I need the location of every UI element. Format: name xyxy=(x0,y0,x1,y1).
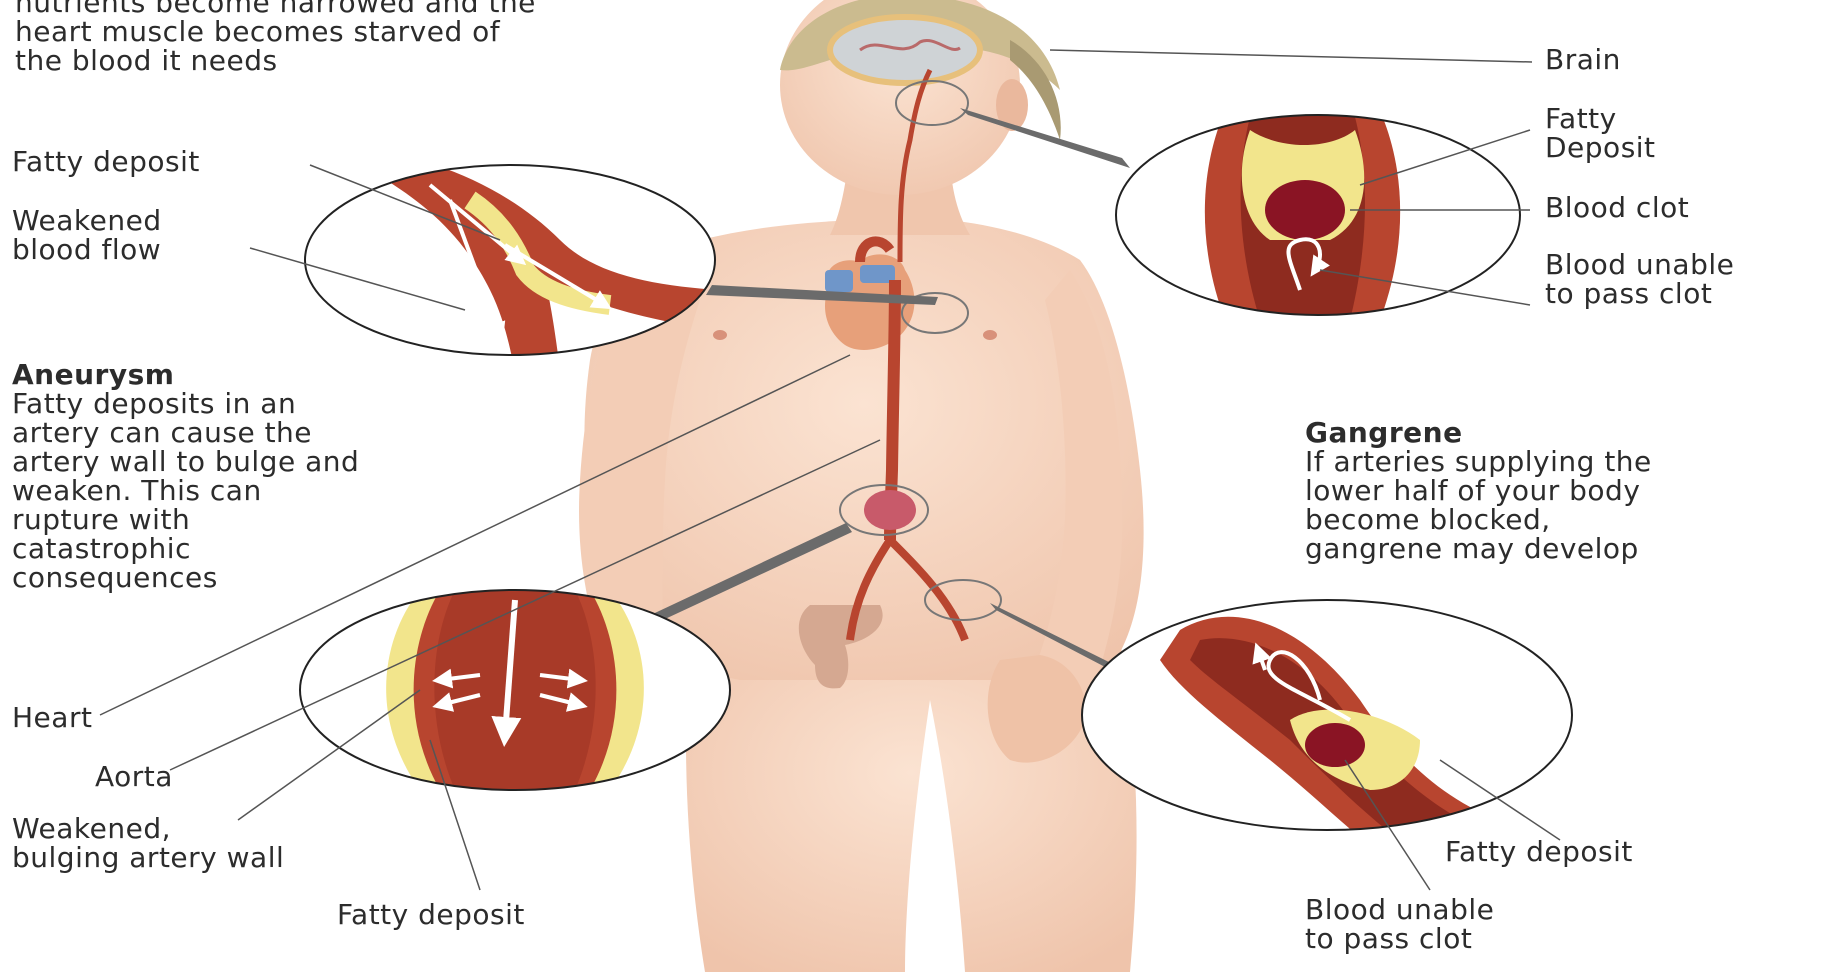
label-fatty-deposit-bottom-right: Fatty deposit xyxy=(1445,837,1633,866)
human-body xyxy=(579,0,1144,972)
label-blood-unable-top: Blood unable to pass clot xyxy=(1545,250,1734,308)
label-brain: Brain xyxy=(1545,45,1621,74)
intro-line: the blood it needs xyxy=(15,46,536,75)
label-blood-unable-bottom: Blood unable to pass clot xyxy=(1305,895,1494,953)
aneurysm-line: weaken. This can xyxy=(12,476,359,505)
label-blood-clot: Blood clot xyxy=(1545,193,1689,222)
label-line: Blood unable xyxy=(1305,895,1494,924)
aneurysm-line: artery can cause the xyxy=(12,418,359,447)
gangrene-line: gangrene may develop xyxy=(1305,534,1652,563)
label-fatty-deposit-bottom-left: Fatty deposit xyxy=(337,900,525,929)
label-heart: Heart xyxy=(12,703,92,732)
intro-text: nutrients become narrowed and the heart … xyxy=(15,0,536,75)
aneurysm-line: Fatty deposits in an xyxy=(12,389,359,418)
intro-line: heart muscle becomes starved of xyxy=(15,17,536,46)
aneurysm-line: rupture with xyxy=(12,505,359,534)
label-line: Deposit xyxy=(1545,133,1656,162)
aneurysm-line: consequences xyxy=(12,563,359,592)
label-line: Weakened, xyxy=(12,814,284,843)
label-fatty-deposit-top-right: Fatty Deposit xyxy=(1545,104,1656,162)
label-line: blood flow xyxy=(12,235,162,264)
label-weakened-blood-flow: Weakened blood flow xyxy=(12,206,162,264)
gangrene-heading: Gangrene xyxy=(1305,418,1652,447)
label-weakened-bulging: Weakened, bulging artery wall xyxy=(12,814,284,872)
gangrene-line: become blocked, xyxy=(1305,505,1652,534)
gangrene-line: lower half of your body xyxy=(1305,476,1652,505)
magnifier-aneurysm xyxy=(300,590,730,790)
gangrene-block: Gangrene If arteries supplying the lower… xyxy=(1305,418,1652,563)
label-line: Fatty xyxy=(1545,104,1656,133)
label-line: Weakened xyxy=(12,206,162,235)
label-line: to pass clot xyxy=(1545,279,1734,308)
aneurysm-line: artery wall to bulge and xyxy=(12,447,359,476)
aneurysm-heading: Aneurysm xyxy=(12,360,359,389)
label-fatty-deposit-top-left: Fatty deposit xyxy=(12,147,200,176)
gangrene-line: If arteries supplying the xyxy=(1305,447,1652,476)
label-aorta: Aorta xyxy=(95,762,173,791)
label-line: Blood unable xyxy=(1545,250,1734,279)
label-line: to pass clot xyxy=(1305,924,1494,953)
label-line: bulging artery wall xyxy=(12,843,284,872)
aneurysm-block: Aneurysm Fatty deposits in an artery can… xyxy=(12,360,359,592)
aneurysm-line: catastrophic xyxy=(12,534,359,563)
